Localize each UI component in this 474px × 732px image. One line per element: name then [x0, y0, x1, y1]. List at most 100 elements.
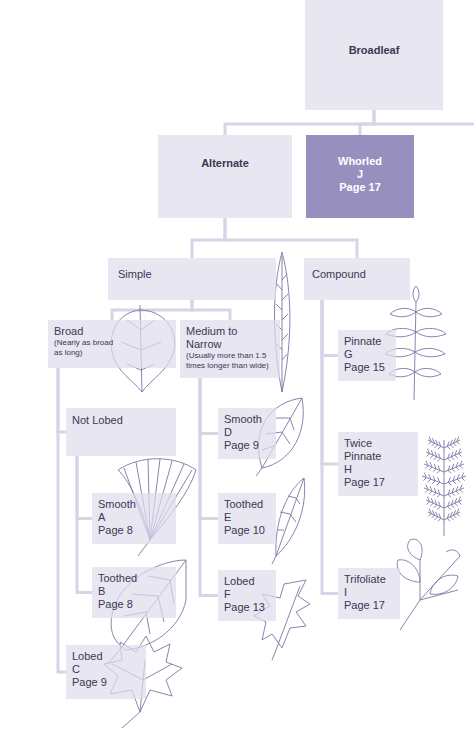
- leaflet-stroke: [424, 485, 444, 498]
- text-group: Not Lobed: [72, 414, 170, 427]
- category-box: Medium to Narrow(Usually more than 1.5 t…: [180, 320, 280, 378]
- box-label: Whorled: [312, 155, 408, 168]
- box-label: Toothed: [98, 572, 144, 585]
- box-note: J: [312, 168, 408, 181]
- tree-connector: [192, 300, 230, 320]
- category-box: TrifoliateIPage 17: [338, 568, 400, 619]
- box-label: Pinnate: [344, 335, 390, 348]
- box-note: Page 9: [72, 676, 112, 689]
- tree-connector: [360, 110, 374, 135]
- box-note: E: [224, 511, 270, 524]
- box-note: D: [224, 426, 270, 439]
- box-label: Simple: [118, 268, 270, 281]
- tree-connector: [322, 300, 338, 464]
- box-label: Broad: [54, 325, 114, 338]
- box-note: Page 10: [224, 524, 270, 537]
- category-box: SmoothDPage 9: [218, 408, 276, 459]
- text-group: ToothedEPage 10: [224, 498, 270, 537]
- leaflet-stroke: [444, 485, 464, 498]
- box-note: F: [224, 588, 270, 601]
- tree-connector: [200, 378, 218, 596]
- trifoliate-leaf: [397, 539, 460, 630]
- text-group: Alternate: [164, 157, 286, 170]
- box-note: I: [344, 586, 394, 599]
- box-note: Page 13: [224, 601, 270, 614]
- leaflet-stroke: [444, 437, 460, 450]
- box-label: Smooth: [224, 413, 270, 426]
- text-group: Twice PinnateHPage 17: [344, 437, 412, 489]
- text-group: WhorledJPage 17: [312, 155, 408, 194]
- leaflet-stroke: [444, 461, 464, 474]
- tree-connector: [112, 300, 192, 320]
- box-label: Twice Pinnate: [344, 437, 412, 463]
- box-note: Page 17: [344, 599, 394, 612]
- leaflet-stroke: [422, 473, 444, 486]
- tree-connector: [77, 456, 92, 519]
- category-box: Not Lobed: [66, 408, 176, 456]
- box-note: B: [98, 585, 144, 598]
- category-box: Twice PinnateHPage 17: [338, 432, 418, 496]
- tree-connector: [322, 300, 338, 356]
- text-group: SmoothDPage 9: [224, 413, 270, 452]
- text-group: ToothedBPage 8: [98, 572, 144, 611]
- highlight-box: WhorledJPage 17: [306, 135, 414, 218]
- box-label: Lobed: [72, 650, 112, 663]
- box-note: G: [344, 348, 390, 361]
- box-label: Lobed: [224, 575, 270, 588]
- leaflet-stroke: [428, 509, 444, 522]
- leaflet-stroke: [444, 497, 462, 510]
- box-note: A: [98, 511, 138, 524]
- box-label: Alternate: [164, 157, 286, 170]
- box-label: Not Lobed: [72, 414, 170, 427]
- category-box: Broadleaf: [305, 0, 443, 110]
- box-note: Page 8: [98, 598, 144, 611]
- tree-connector: [77, 456, 92, 593]
- leaflet-stroke: [426, 449, 444, 462]
- tree-connector: [322, 300, 338, 594]
- tree-connector: [200, 378, 218, 519]
- tree-connector: [192, 218, 225, 258]
- category-box: PinnateGPage 15: [338, 330, 396, 381]
- text-group: LobedCPage 9: [72, 650, 112, 689]
- leaflet-stroke: [444, 449, 462, 462]
- category-box: Simple: [108, 258, 276, 300]
- box-label: Smooth: [98, 498, 138, 511]
- box-label: Broadleaf: [311, 44, 437, 57]
- tree-connector: [58, 368, 66, 672]
- text-group: Broadleaf: [311, 44, 437, 57]
- bipinnate-leaf: [422, 437, 466, 536]
- text-group: LobedFPage 13: [224, 575, 270, 614]
- box-note: C: [72, 663, 112, 676]
- narrow-toothed-leaf: [272, 478, 305, 564]
- category-box: Broad(Nearly as broad as long): [48, 320, 176, 368]
- leaflet-stroke: [426, 497, 444, 510]
- box-note: Page 8: [98, 524, 138, 537]
- leaflet-stroke: [444, 509, 460, 522]
- branch-line: [374, 123, 474, 126]
- box-note: Page 15: [344, 361, 390, 374]
- category-box: Alternate: [158, 135, 292, 218]
- box-note: Page 17: [312, 181, 408, 194]
- category-box: LobedFPage 13: [218, 570, 276, 621]
- box-label: Trifoliate: [344, 573, 394, 586]
- leaflet-stroke: [424, 461, 444, 474]
- category-box: SmoothAPage 8: [92, 493, 176, 544]
- category-box: LobedCPage 9: [66, 645, 146, 699]
- tree-connector: [225, 218, 357, 258]
- text-group: Simple: [118, 268, 270, 281]
- tree-connector: [225, 110, 374, 135]
- box-label: Toothed: [224, 498, 270, 511]
- leaflet-stroke: [428, 437, 444, 450]
- box-note: (Nearly as broad as long): [54, 338, 114, 358]
- box-label: Medium to Narrow: [186, 325, 274, 351]
- text-group: PinnateGPage 15: [344, 335, 390, 374]
- box-note: Page 9: [224, 439, 270, 452]
- text-group: SmoothAPage 8: [98, 498, 138, 537]
- box-note: H: [344, 463, 412, 476]
- text-group: Compound: [312, 268, 404, 281]
- text-group: TrifoliateIPage 17: [344, 573, 394, 612]
- category-box: Compound: [304, 258, 410, 300]
- category-box: ToothedEPage 10: [218, 493, 276, 544]
- box-note: Page 17: [344, 476, 412, 489]
- tree-connector: [200, 378, 218, 434]
